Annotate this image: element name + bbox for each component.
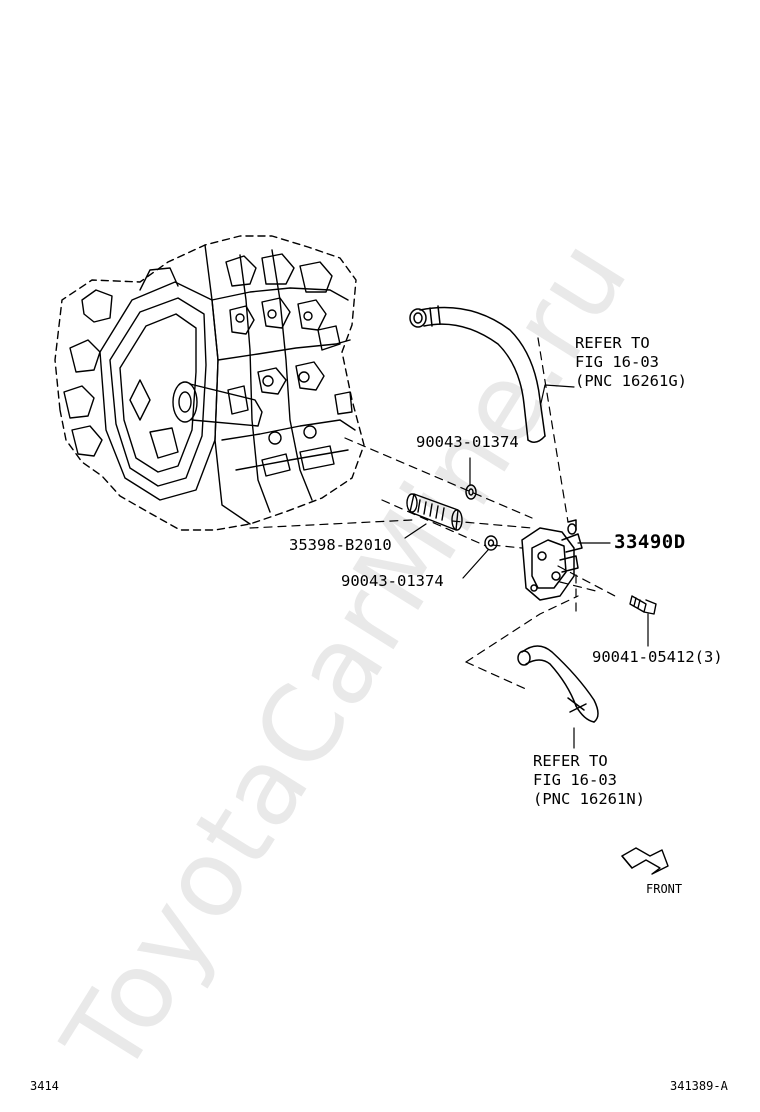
part-number-gasket-lower: 90043-01374 [341, 572, 444, 590]
refer-label-upper-line3: (PNC 16261G) [575, 372, 687, 390]
figure-reference: 341389-A [670, 1079, 728, 1093]
strainer [406, 493, 463, 531]
part-number-oil-cooler: 33490D [614, 531, 686, 553]
part-number-strainer: 35398-B2010 [289, 536, 392, 554]
front-arrow-icon [621, 847, 669, 875]
leader-lines [404, 384, 649, 749]
gasket-lower [484, 535, 498, 551]
refer-label-upper-line1: REFER TO [575, 334, 650, 352]
upper-hose [409, 305, 546, 443]
refer-label-upper-line2: FIG 16-03 [575, 353, 659, 371]
transaxle-assembly [54, 235, 365, 531]
part-number-gasket-upper: 90043-01374 [416, 433, 519, 451]
alignment-lines [249, 337, 616, 691]
lower-hose [517, 645, 599, 723]
front-label: FRONT [646, 882, 683, 896]
refer-label-lower-line3: (PNC 16261N) [533, 790, 645, 808]
refer-label-lower-line2: FIG 16-03 [533, 771, 617, 789]
part-number-bolt: 90041-05412(3) [592, 648, 723, 666]
oil-cooler [521, 519, 583, 601]
page-reference: 3414 [30, 1079, 59, 1093]
bolt [629, 595, 657, 615]
gasket-upper [465, 484, 477, 500]
refer-label-lower-line1: REFER TO [533, 752, 608, 770]
